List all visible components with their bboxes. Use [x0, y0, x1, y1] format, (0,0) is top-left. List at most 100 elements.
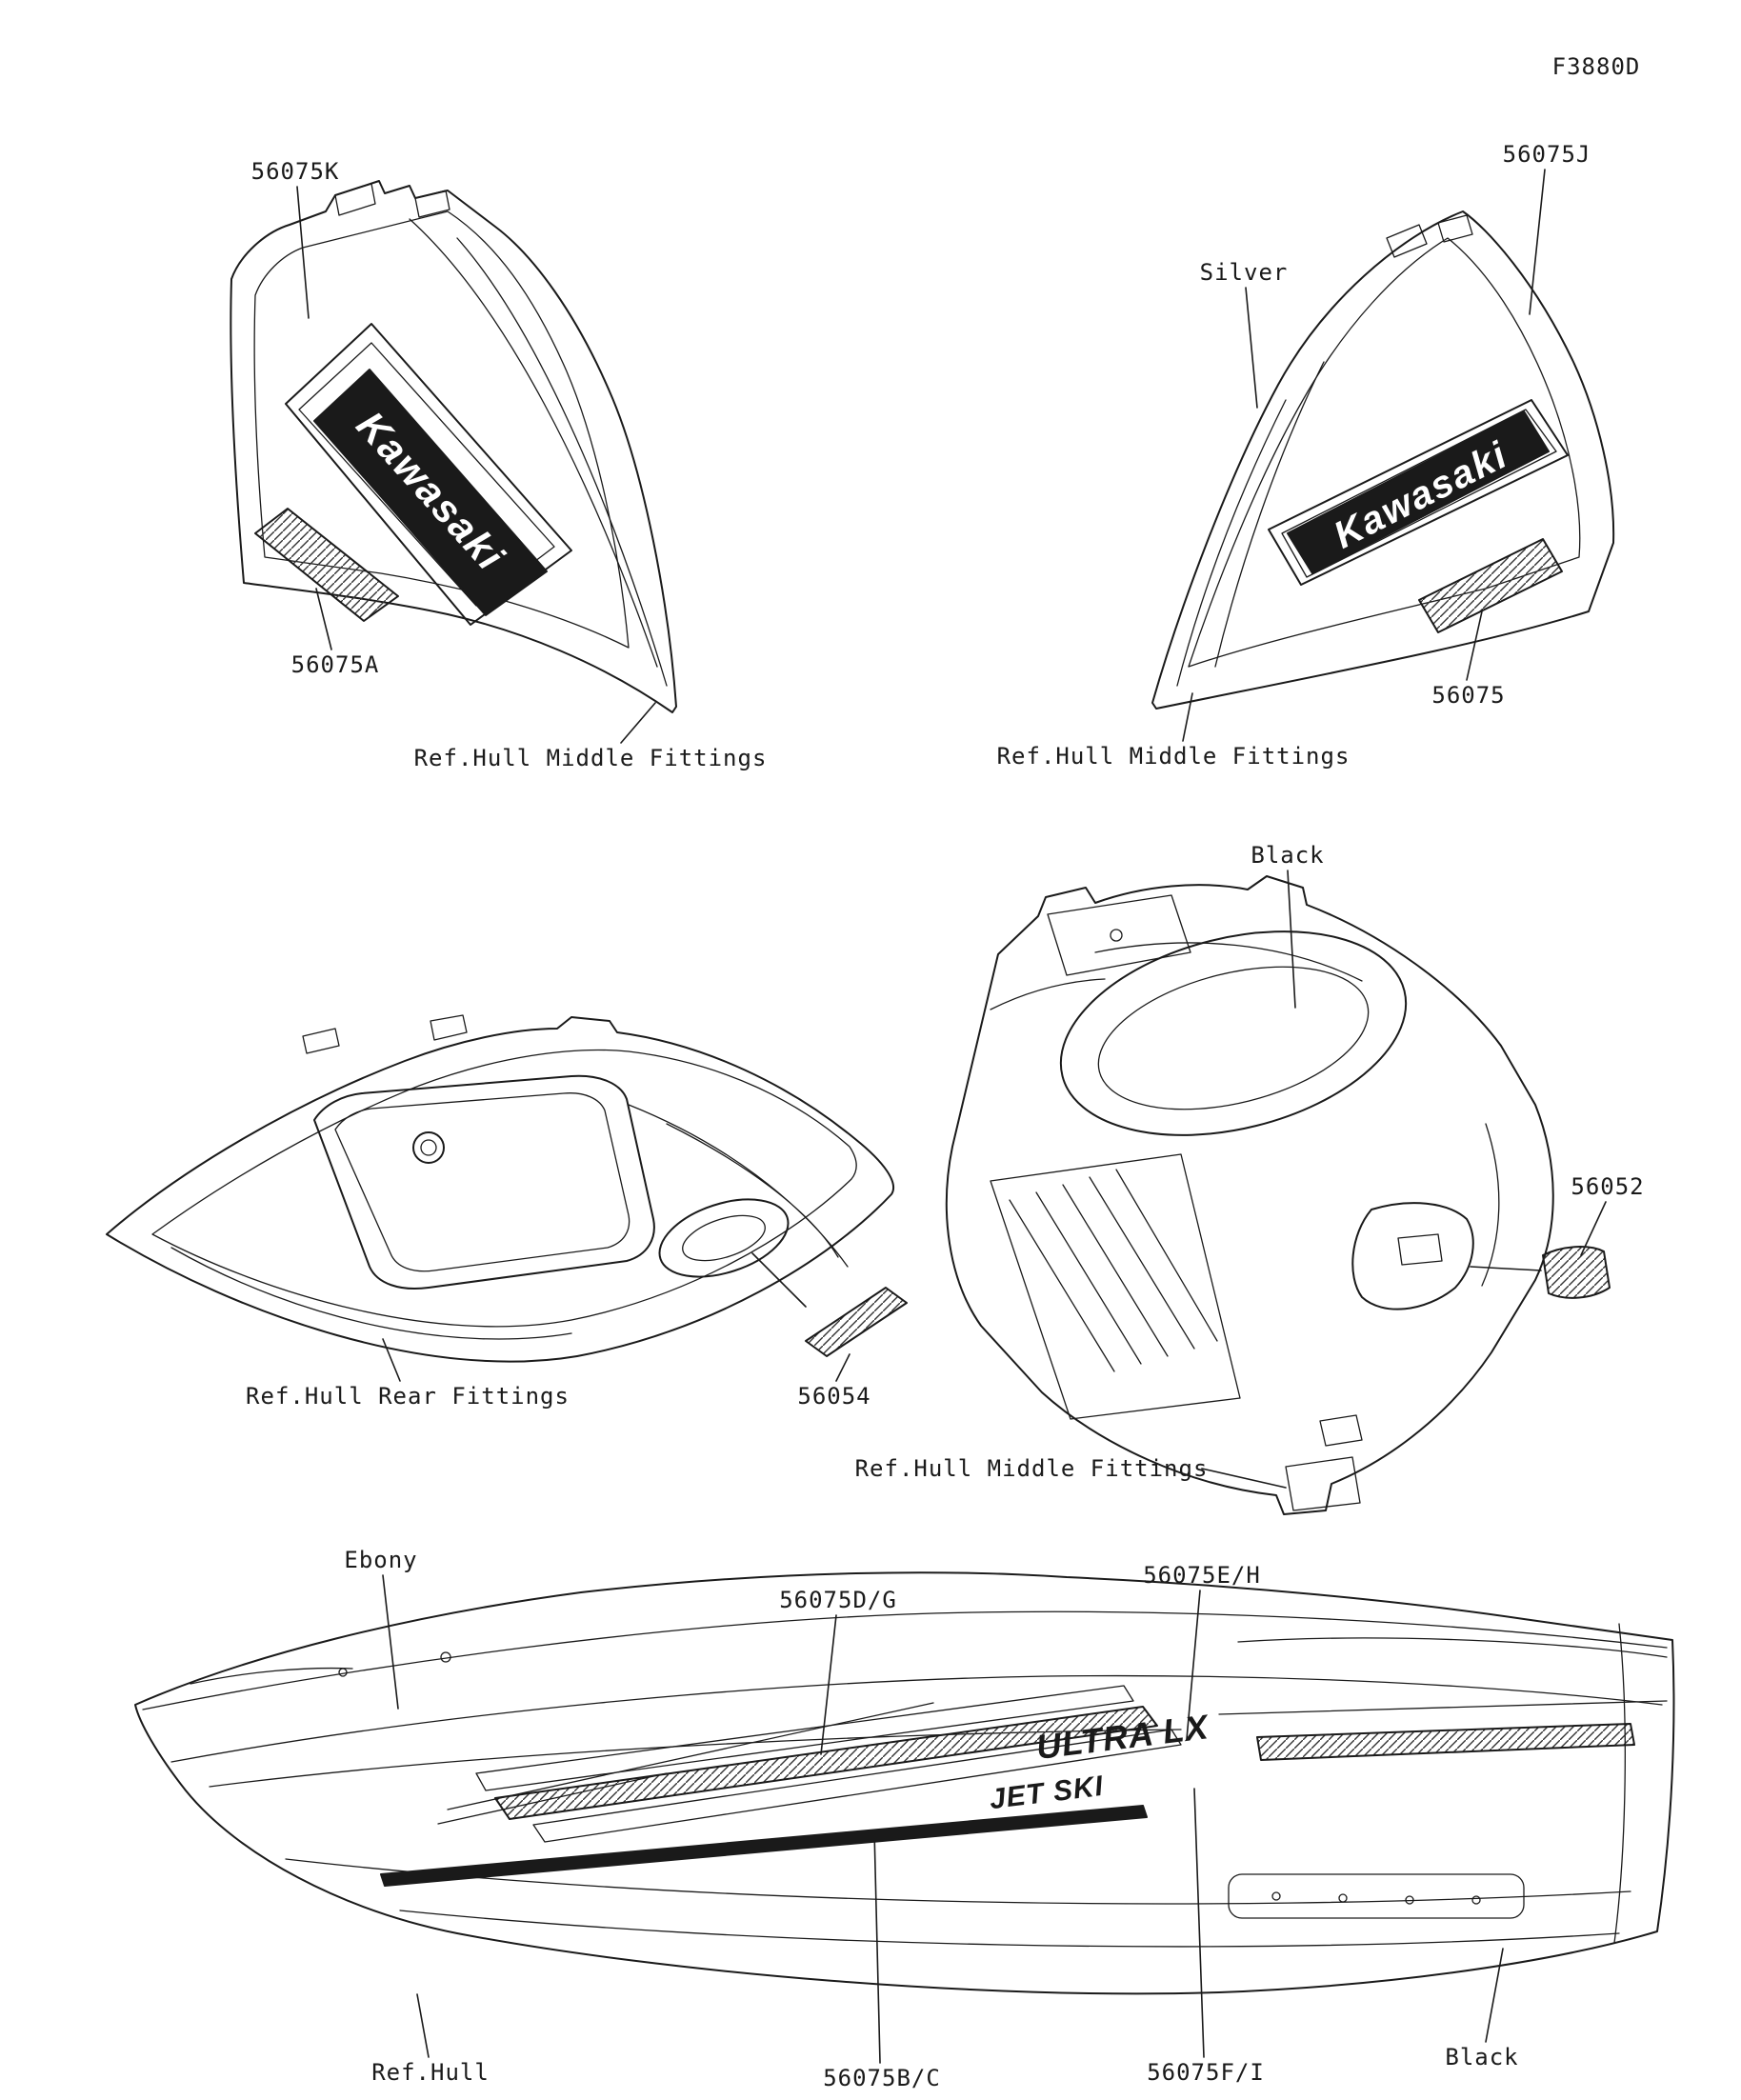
rear-hull-hinge-tabs [302, 1014, 468, 1054]
rear-hull-fuel-cap [412, 1131, 445, 1164]
decal-56054-part [805, 1287, 908, 1357]
middle-hull-left-panel [990, 1153, 1241, 1420]
rear-step-plate [1228, 1873, 1525, 1919]
lower-sweep-stripe [380, 1805, 1148, 1887]
leader-ref-right [1182, 692, 1193, 742]
ref-label-hull-middle-left: Ref.Hull Middle Fittings [413, 745, 768, 771]
main-hull-gunwale-seam [142, 1610, 1668, 1710]
seat-opening-inner [1097, 966, 1370, 1110]
leader-56075 [1466, 610, 1483, 681]
doc-code: F3880D [1551, 53, 1641, 80]
left-cover-top-tab [334, 183, 450, 218]
leader-ref-hull [416, 1993, 430, 2058]
right-cover-outline [1151, 210, 1615, 710]
part-label-56075eh: 56075E/H [1143, 1562, 1261, 1589]
plate-dot-3 [1405, 1895, 1414, 1905]
plate-dot-2 [1338, 1893, 1348, 1903]
plate-dot-4 [1471, 1895, 1481, 1905]
leader-56052 [1580, 1201, 1607, 1256]
leader-black-bottom [1485, 1948, 1504, 2043]
part-label-56054: 56054 [797, 1383, 871, 1410]
middle-hull-top-panel [1047, 894, 1191, 976]
rear-hull-grip-outer [658, 1198, 790, 1278]
left-cover-lower-decal-strip [254, 508, 399, 622]
middle-hull-outline [945, 875, 1554, 1515]
left-cover-crease [409, 218, 668, 687]
leader-ref-rear [382, 1338, 401, 1382]
plate-dot-1 [1271, 1891, 1281, 1901]
stripe-decal-lower [532, 1729, 1182, 1843]
part-label-56075k: 56075K [250, 158, 340, 185]
leader-56054 [835, 1353, 850, 1382]
leader-56075DG [820, 1614, 837, 1755]
glovebox-latch [1397, 1233, 1443, 1266]
main-hull-outline [134, 1571, 1675, 1995]
ref-label-hull-rear: Ref.Hull Rear Fittings [246, 1383, 570, 1410]
middle-hull-rib-lines [1009, 1169, 1218, 1372]
main-hull-bow-detail [190, 1667, 353, 1685]
stripe-extensions [437, 1702, 934, 1825]
rear-hull-fuel-cap-inner [420, 1139, 437, 1156]
right-cover-decal-frame-inner [1281, 409, 1557, 578]
rear-hull-tray-inner [334, 1092, 630, 1272]
part-label-56075bc: 56075B/C [823, 2065, 941, 2091]
rear-hull-corner-curves [170, 1104, 849, 1340]
leader-56075BC [873, 1830, 881, 2064]
leader-grip-to-decal [751, 1252, 807, 1308]
decal-56052-part [1542, 1246, 1611, 1299]
glovebox-opening [1351, 1202, 1474, 1310]
right-cover-top-tab [1386, 214, 1473, 258]
bow-dot-1 [440, 1651, 451, 1663]
jetski-decal-text: JET SKI [988, 1770, 1105, 1815]
leader-ebony [382, 1574, 399, 1710]
stripe-decal-upper [475, 1685, 1134, 1791]
rear-hull-tray-outer [313, 1074, 655, 1290]
rear-hull-grip-inner [682, 1214, 766, 1262]
middle-hull-top-hole [1110, 929, 1123, 942]
color-label-black-bottom: Black [1445, 2044, 1519, 2070]
right-cover-lower-decal-strip [1418, 538, 1563, 633]
rear-hull-outline [106, 1016, 894, 1363]
leader-56075EH [1186, 1590, 1201, 1740]
part-label-56075dg: 56075D/G [779, 1587, 897, 1613]
part-label-56075: 56075 [1431, 682, 1506, 709]
leader-56075A [315, 588, 332, 650]
leader-silver [1245, 287, 1258, 409]
leader-ref-mid-bottom [1201, 1468, 1287, 1489]
right-cover-crease [1176, 361, 1325, 687]
left-cover-outline [230, 180, 677, 713]
main-hull-mid-seam [170, 1674, 1663, 1763]
kawasaki-decal-band [313, 369, 548, 616]
left-cover-decal-frame-outer [285, 323, 572, 626]
left-cover-decal-frame-inner [298, 342, 555, 607]
rear-bumper-rail-hatched [1256, 1723, 1635, 1761]
color-label-ebony: Ebony [344, 1547, 418, 1573]
leader-56075K [296, 186, 310, 319]
leader-black-mid [1287, 870, 1296, 1009]
part-label-56075j: 56075J [1502, 141, 1591, 168]
right-cover-decal-frame-outer [1268, 399, 1569, 586]
middle-hull-foot-tab [1285, 1414, 1363, 1511]
stripe-decal-mid-hatched [494, 1706, 1158, 1820]
rear-hull-inner-deck [151, 1049, 857, 1328]
bow-dot-2 [338, 1668, 348, 1677]
main-hull-art: ULTRA LX JET SKI [134, 1571, 1675, 2064]
leader-ref-left [620, 702, 656, 744]
leader-56075FI [1193, 1788, 1205, 2058]
left-cover-inner-line [253, 210, 630, 649]
right-cover-art: Kawasaki [1151, 169, 1615, 742]
part-label-56075fi: 56075F/I [1147, 2059, 1265, 2086]
kawasaki-decal-band-right [1287, 410, 1550, 574]
middle-hull-art [945, 870, 1611, 1515]
middle-hull-inner-curves [990, 942, 1500, 1287]
ref-label-hull-middle-right: Ref.Hull Middle Fittings [996, 743, 1351, 770]
ref-label-hull-middle-bottom: Ref.Hull Middle Fittings [854, 1455, 1209, 1482]
part-label-56052: 56052 [1571, 1173, 1645, 1200]
ref-label-hull: Ref.Hull [371, 2059, 490, 2086]
leader-glovebox-to-decal [1470, 1266, 1542, 1271]
rear-hull-art [106, 1014, 908, 1382]
part-label-56075a: 56075A [290, 651, 380, 678]
color-label-silver: Silver [1199, 259, 1289, 286]
